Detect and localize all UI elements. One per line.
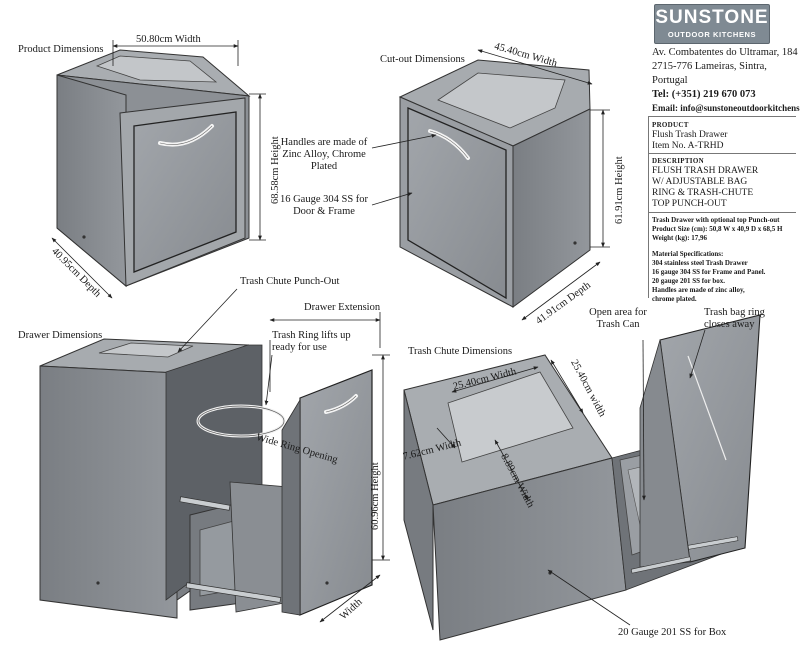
drawer-cabinet: [39, 338, 373, 619]
cutout-dimension-lines: [371, 49, 610, 321]
product-cabinet: [56, 49, 251, 288]
spec-line-3: Weight (kg): 17,96: [652, 234, 708, 242]
drawer-view-title: Drawer Dimensions: [18, 330, 103, 341]
drawer-extension-label: Drawer Extension: [304, 302, 381, 313]
trash-ring-note: Trash Ring lifts up ready for use: [272, 330, 351, 353]
chute-cabinet: [403, 314, 761, 641]
material-line-3: 16 gauge 304 SS for Frame and Panel.: [652, 268, 766, 276]
address-line-1: Av. Combatentes do Ultramar, 184: [652, 47, 798, 58]
cutout-view-title: Cut-out Dimensions: [380, 54, 465, 65]
product-view-title: Product Dimensions: [18, 44, 104, 55]
phone-number: Tel: (+351) 219 670 073: [652, 89, 756, 100]
material-line-1: Material Specifications:: [652, 250, 724, 258]
handles-note: Handles are made of Zinc Alloy, Chrome P…: [280, 137, 368, 172]
open-area-note: Open area for Trash Can: [589, 307, 647, 330]
spec-line-2: Product Size (cm): 50,8 W x 40,9 D x 68,…: [652, 225, 783, 233]
spec-line-1: Trash Drawer with optional top Punch-out: [652, 216, 780, 224]
product-item-number: Item No. A-TRHD: [652, 141, 724, 151]
box-gauge-note: 20 Gauge 201 SS for Box: [618, 627, 727, 638]
door-gauge-note: 16 Gauge 304 SS for Door & Frame: [279, 194, 369, 217]
description-line-2: W/ ADJUSTABLE BAG: [652, 177, 748, 187]
product-width-label: 50.80cm Width: [136, 34, 201, 45]
brand-tagline: OUTDOOR KITCHENS: [667, 30, 757, 39]
panel-divider-product: [648, 153, 796, 154]
panel-divider-description: [648, 212, 796, 213]
product-heading: PRODUCT: [652, 121, 689, 129]
panel-divider-top: [648, 116, 796, 117]
description-line-1: FLUSH TRASH DRAWER: [652, 166, 759, 176]
drawer-height-label: 60.96cm Height: [370, 462, 381, 530]
cutout-cabinet: [398, 59, 591, 308]
description-line-4: TOP PUNCH-OUT: [652, 199, 727, 209]
description-line-3: RING & TRASH-CHUTE: [652, 188, 754, 198]
address-line-2: 2715-776 Lameiras, Sintra,: [652, 61, 767, 72]
material-line-2: 304 stainless steel Trash Drawer: [652, 259, 748, 267]
drawer-dimension-lines: [177, 288, 390, 623]
bag-ring-note: Trash bag ring closes away: [704, 307, 765, 330]
product-dimension-lines: [51, 40, 266, 299]
panel-divider-vertical: [648, 116, 649, 298]
brand-logo: SUNSTONE OUTDOOR KITCHENS: [654, 4, 770, 44]
product-name: Flush Trash Drawer: [652, 130, 728, 140]
cutout-height-label: 61.91cm Height: [614, 156, 625, 224]
description-heading: DESCRIPTION: [652, 157, 704, 165]
material-line-6: chrome plated.: [652, 295, 697, 303]
email-address: Email: info@sunstoneoutdoorkitchens.: [652, 103, 800, 113]
chute-view-title: Trash Chute Dimensions: [408, 346, 513, 357]
chute-dimension-lines: [436, 329, 706, 626]
punchout-label: Trash Chute Punch-Out: [240, 276, 340, 287]
material-line-4: 20 gauge 201 SS for box.: [652, 277, 725, 285]
address-line-3: Portugal: [652, 75, 688, 86]
brand-name: SUNSTONE: [655, 7, 769, 28]
material-line-5: Handles are made of zinc alloy,: [652, 286, 745, 294]
